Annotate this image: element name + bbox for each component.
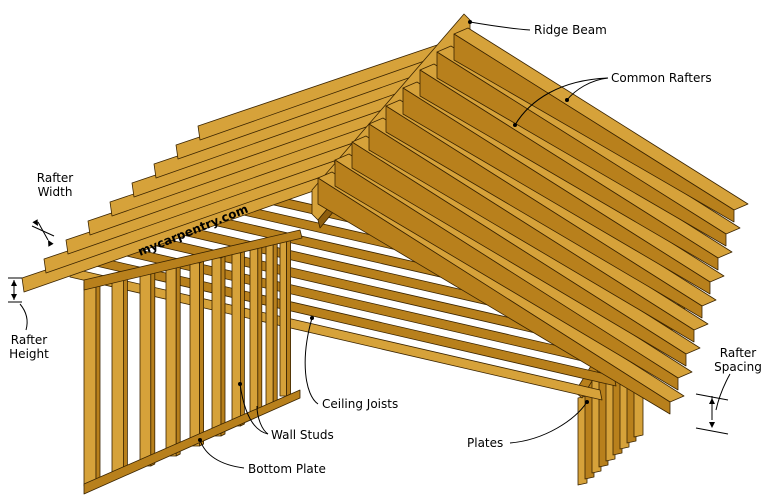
rafter-height-arrow-1: [11, 280, 17, 286]
left-wall-stud-side: [272, 240, 278, 407]
leader-plates: [509, 401, 588, 444]
left-top-plate: [83, 229, 303, 291]
label-ceiling-joists: Ceiling Joists: [322, 397, 399, 411]
left-wall-stud-side: [286, 235, 292, 397]
leader-wall-studs-2: [256, 405, 269, 435]
leader-common-rafters-1: [514, 77, 609, 126]
common-rafters: [317, 27, 749, 415]
label-common-rafters: Common Rafters: [611, 71, 712, 85]
leader-common-rafters-2: [566, 77, 609, 101]
rafter-width-arrow-1: [32, 219, 38, 226]
leader-ridge-beam: [469, 21, 531, 31]
left-wall-studs: [83, 229, 303, 495]
left-wall-stud: [165, 266, 177, 457]
left-wall-stud-side: [175, 265, 181, 457]
dot-bottom-plate: [198, 438, 202, 442]
dot-ceiling-joists: [310, 316, 314, 320]
common-rafter-side: [317, 177, 671, 415]
label-bottom-plate: Bottom Plate: [248, 462, 326, 476]
leader-rafter-height: [19, 303, 28, 331]
rafter-width-line: [31, 225, 55, 237]
left-wall-stud: [139, 271, 152, 467]
left-wall-stud-side: [199, 260, 205, 447]
dot-common-rafters-1: [513, 123, 517, 127]
label-rafter-spacing: Rafter Spacing: [710, 346, 766, 374]
common-rafter-side: [385, 105, 703, 319]
rafter-spacing-arrow-1: [709, 398, 715, 404]
left-wall-stud-side: [123, 275, 128, 477]
label-ridge-beam: Ridge Beam: [534, 23, 607, 37]
common-rafter-side: [402, 87, 711, 295]
left-wall-stud-side: [257, 245, 263, 417]
left-wall-stud-side: [239, 250, 245, 427]
dot-plates: [585, 400, 589, 404]
label-rafter-width-line2: Width: [37, 185, 73, 199]
bottom-plate: [83, 389, 301, 495]
left-wall-stud: [265, 241, 274, 407]
leader-rafter-spacing: [715, 373, 731, 411]
common-rafter-side: [436, 51, 727, 247]
common-rafter-side: [351, 141, 687, 367]
common-rafter-side: [453, 33, 735, 223]
label-rafter-height-line2: Height: [9, 347, 49, 361]
left-wall-stud: [279, 236, 288, 397]
left-wall-stud: [249, 246, 259, 417]
left-wall-stud: [211, 256, 222, 437]
leader-wall-studs-1: [239, 383, 269, 435]
label-rafter-spacing-line1: Rafter: [719, 346, 757, 360]
label-rafter-width: Rafter Width: [30, 171, 80, 199]
rafter-spacing-arrow-2: [709, 422, 715, 428]
rafter-height-arrow-2: [11, 294, 17, 300]
common-rafter-side: [334, 159, 679, 391]
left-wall-stud: [111, 276, 124, 477]
common-rafter-side: [419, 69, 719, 271]
left-wall-stud: [231, 251, 241, 427]
left-wall-stud: [83, 281, 97, 487]
dot-ridge-beam: [468, 20, 472, 24]
left-wall-stud-side: [220, 255, 226, 437]
rafter-width-arrow-2: [48, 240, 54, 247]
leader-ceiling-joists: [304, 317, 319, 405]
label-wall-studs: Wall Studs: [271, 428, 334, 442]
dot-common-rafters-2: [565, 98, 569, 102]
label-rafter-height: Rafter Height: [4, 333, 54, 361]
label-rafter-height-line1: Rafter: [10, 333, 48, 347]
label-rafter-spacing-line2: Spacing: [714, 360, 762, 374]
dot-wall-studs-1: [238, 382, 242, 386]
rafter-spacing-tick-bot: [695, 427, 729, 435]
common-rafter-side: [368, 123, 695, 343]
left-wall-stud-side: [150, 270, 156, 467]
label-rafter-width-line1: Rafter: [36, 171, 74, 185]
rafter-spacing-tick-top: [695, 393, 729, 401]
label-plates: Plates: [467, 436, 504, 450]
callout-lines: [8, 20, 731, 469]
left-wall-stud: [189, 261, 201, 447]
left-wall-stud-side: [95, 280, 101, 487]
back-rafters: [21, 41, 451, 293]
leader-bottom-plate: [199, 439, 245, 469]
